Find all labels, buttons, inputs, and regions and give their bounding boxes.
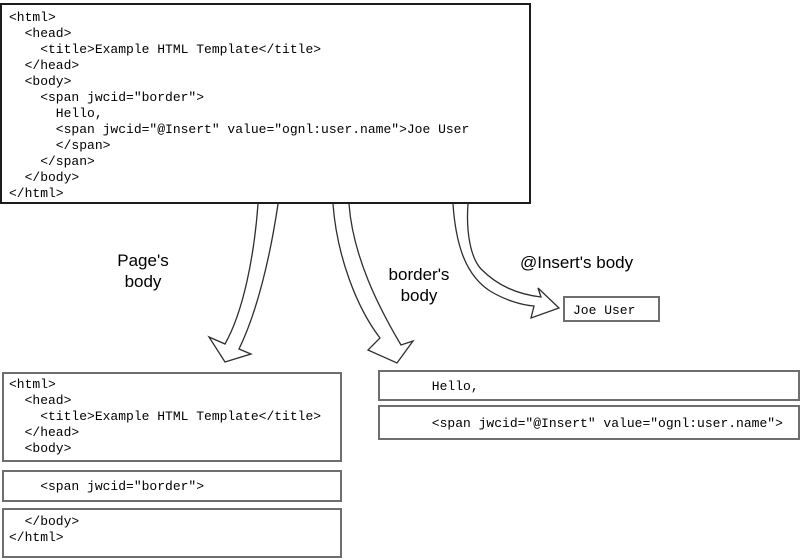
page-body-top-fragment-box: <html> <head> <title>Example HTML Templa…	[2, 372, 342, 462]
pages-body-label: Page's body	[117, 251, 169, 291]
pages-body-curved-arrow-icon	[207, 203, 279, 363]
page-body-bottom-fragment-box: </body> </html>	[2, 508, 342, 558]
borders-body-label: border's body	[388, 265, 450, 305]
border-reference-fragment-box: <span jwcid="border">	[2, 470, 342, 502]
source-template-box: <html> <head> <title>Example HTML Templa…	[0, 3, 531, 204]
inserts-body-label: @Insert's body	[520, 253, 634, 272]
border-body-hello-fragment-box: Hello,	[378, 370, 800, 401]
insert-reference-fragment-box: <span jwcid="@Insert" value="ognl:user.n…	[378, 405, 800, 440]
insert-body-box: Joe User	[563, 296, 660, 322]
